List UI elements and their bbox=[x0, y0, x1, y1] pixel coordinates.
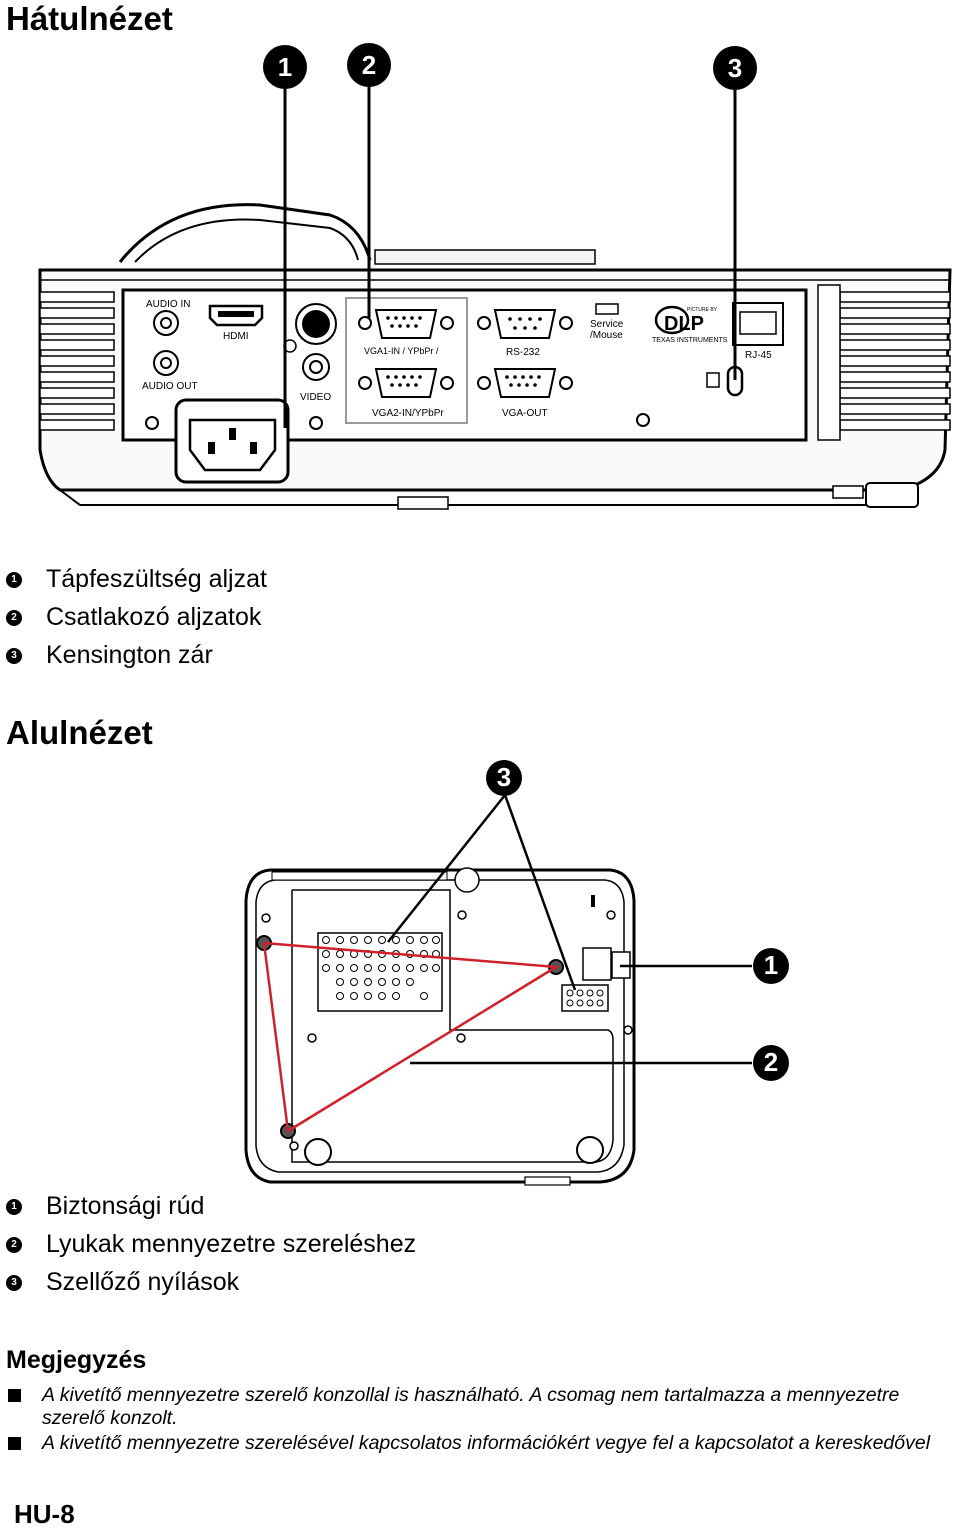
label-dlp-top: PICTURE BY bbox=[687, 307, 718, 313]
label-service: Service bbox=[590, 319, 624, 330]
legend-number-badge: 3 bbox=[6, 647, 22, 664]
legend-text: Tápfeszültség aljzat bbox=[46, 565, 267, 593]
bottom-callout-3: 3 bbox=[486, 760, 522, 796]
label-vga1: VGA1-IN / YPbPr / bbox=[364, 346, 439, 356]
rear-legend-item-1: 1 Tápfeszültség aljzat bbox=[6, 565, 267, 594]
bottom-legend-item-2: 2 Lyukak mennyezetre szereléshez bbox=[6, 1230, 416, 1259]
svg-text:3: 3 bbox=[728, 53, 742, 83]
legend-number-badge: 2 bbox=[6, 1236, 22, 1253]
bottom-callout-1: 1 bbox=[753, 948, 789, 984]
note-item-1: A kivetítő mennyezetre szerelő konzollal… bbox=[8, 1384, 953, 1430]
legend-text: Szellőző nyílások bbox=[46, 1268, 240, 1296]
rear-callout-1: 1 bbox=[263, 45, 307, 89]
note-text: A kivetítő mennyezetre szerelő konzollal… bbox=[42, 1384, 900, 1429]
bottom-view-illustration: 3 1 2 bbox=[244, 760, 789, 1186]
label-mouse: /Mouse bbox=[590, 330, 623, 341]
legend-number-badge: 1 bbox=[6, 1198, 22, 1215]
legend-number-badge: 3 bbox=[6, 1274, 22, 1291]
legend-text: Biztonsági rúd bbox=[46, 1192, 205, 1220]
rear-legend-item-3: 3 Kensington zár bbox=[6, 641, 213, 670]
label-vga-out: VGA-OUT bbox=[502, 408, 548, 419]
note-title: Megjegyzés bbox=[6, 1346, 147, 1374]
svg-text:2: 2 bbox=[362, 50, 376, 80]
label-hdmi: HDMI bbox=[223, 331, 249, 342]
svg-text:3: 3 bbox=[497, 762, 511, 792]
label-ti: TEXAS INSTRUMENTS bbox=[652, 337, 728, 344]
bottom-callout-2: 2 bbox=[753, 1045, 789, 1081]
label-dlp: DLP bbox=[664, 313, 704, 335]
legend-text: Kensington zár bbox=[46, 641, 213, 669]
rear-view-illustration: AUDIO IN HDMI AUDIO OUT VIDEO VGA1-IN / … bbox=[38, 43, 952, 510]
label-video: VIDEO bbox=[300, 392, 331, 403]
page-number: HU-8 bbox=[14, 1499, 75, 1529]
svg-text:2: 2 bbox=[764, 1047, 778, 1077]
bottom-view-title: Alulnézet bbox=[6, 714, 153, 751]
label-rj45: RJ-45 bbox=[745, 350, 772, 361]
bottom-legend-item-3: 3 Szellőző nyílások bbox=[6, 1268, 239, 1297]
note-item-2: A kivetítő mennyezetre szerelésével kapc… bbox=[8, 1432, 953, 1455]
legend-text: Lyukak mennyezetre szereléshez bbox=[46, 1230, 417, 1258]
rear-legend-item-2: 2 Csatlakozó aljzatok bbox=[6, 603, 261, 632]
svg-text:1: 1 bbox=[764, 950, 778, 980]
legend-text: Csatlakozó aljzatok bbox=[46, 603, 262, 631]
label-audio-in: AUDIO IN bbox=[146, 299, 190, 310]
label-audio-out: AUDIO OUT bbox=[142, 381, 198, 392]
rear-view-title: Hátulnézet bbox=[6, 0, 173, 37]
rear-callout-3: 3 bbox=[713, 46, 757, 90]
legend-number-badge: 2 bbox=[6, 609, 22, 626]
rear-callout-2: 2 bbox=[347, 43, 391, 87]
label-vga2: VGA2-IN/YPbPr bbox=[372, 408, 444, 419]
bullet-square-icon bbox=[8, 1437, 21, 1450]
note-text: A kivetítő mennyezetre szerelésével kapc… bbox=[42, 1432, 931, 1454]
bottom-legend-item-1: 1 Biztonsági rúd bbox=[6, 1192, 204, 1221]
mount-hole-triangle bbox=[262, 941, 560, 1134]
svg-text:1: 1 bbox=[278, 52, 292, 82]
legend-number-badge: 1 bbox=[6, 571, 22, 588]
label-rs232: RS-232 bbox=[506, 347, 540, 358]
bullet-square-icon bbox=[8, 1389, 21, 1402]
